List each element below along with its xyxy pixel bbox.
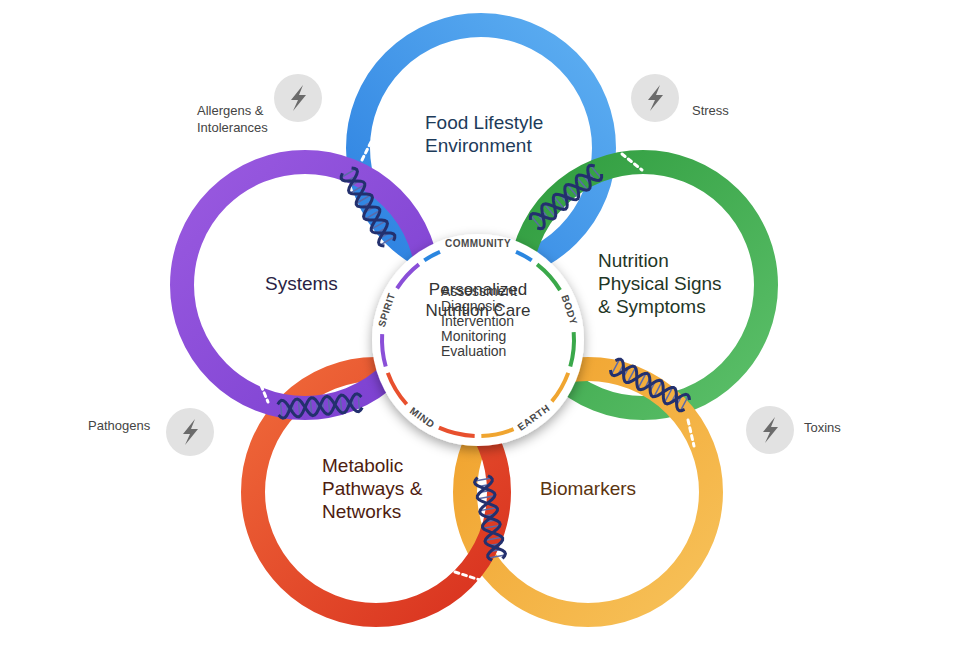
dotted-accent — [622, 154, 642, 170]
ring-title: Nutrition Physical Signs & Symptoms — [598, 250, 738, 318]
ring-title: Systems — [265, 273, 375, 296]
hazard-label: Stress — [692, 103, 729, 120]
center-arc — [438, 426, 475, 438]
ring-word: EARTH — [517, 403, 553, 433]
dotted-accent — [362, 128, 378, 160]
ring-word: SPIRIT — [376, 292, 396, 329]
ring-title: Food Lifestyle Environment — [425, 112, 555, 158]
step-list: Assessment Diagnosis Intervention Monito… — [441, 284, 517, 359]
ring-word: BODY — [560, 294, 579, 326]
lightning-icon — [166, 408, 214, 456]
center-arc — [515, 250, 533, 262]
center-circle: Personalized Nutrition CareAssessment Di… — [371, 233, 585, 447]
dotted-accent — [258, 378, 268, 402]
center-disk-fill — [372, 234, 584, 446]
center-arc — [550, 372, 570, 403]
hazard-label: Pathogens — [88, 418, 150, 435]
center-arc — [395, 263, 420, 290]
dotted-accent — [455, 572, 480, 580]
dna-helix — [474, 475, 506, 561]
ring-word: COMMUNITY — [445, 239, 511, 249]
lightning-icon — [746, 406, 794, 454]
center-arc — [423, 250, 441, 262]
center-arc — [568, 332, 576, 367]
center-arc — [536, 263, 562, 291]
lightning-icon — [274, 74, 322, 122]
ring-title: Metabolic Pathways & Networks — [322, 455, 447, 523]
ring-title: Biomarkers — [540, 478, 660, 501]
dna-helix — [609, 357, 692, 412]
lightning-icon — [631, 74, 679, 122]
center-arc — [481, 427, 514, 438]
hazard-label: Toxins — [804, 420, 841, 437]
dna-helix — [277, 393, 362, 418]
ring-word: MIND — [407, 406, 435, 430]
dna-helix — [339, 166, 397, 248]
dna-helix — [528, 163, 604, 231]
center-arc — [380, 334, 388, 367]
dotted-accent — [688, 420, 694, 446]
hazard-label: Allergens & Intolerances — [197, 103, 297, 137]
center-arc — [386, 372, 408, 405]
